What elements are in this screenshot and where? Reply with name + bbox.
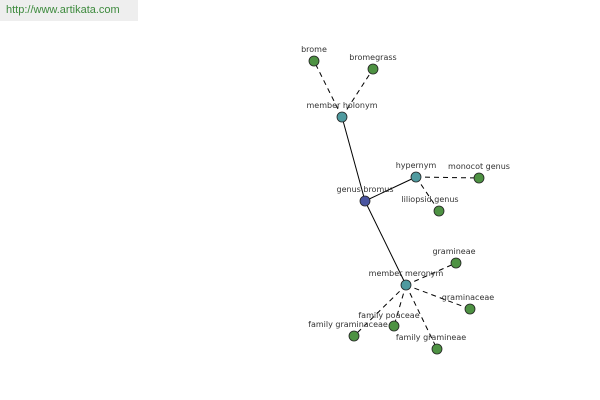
node-marker-bromegrass[interactable] [367,63,379,75]
edge-meronym-graminaceae [405,284,471,310]
node-marker-brome[interactable] [308,55,320,67]
node-fam_gramineae[interactable]: family gramineae [396,333,466,355]
edge-meronym-fam_gramineae [405,284,438,350]
node-marker-graminaceae[interactable] [464,303,476,315]
node-poaceae[interactable]: family poaceae [358,311,420,332]
node-label-holonym: member holonym [306,101,377,110]
node-marker-holonym[interactable] [336,111,348,123]
nodes-layer: genus bromus member holonym hypernym member… [301,45,510,355]
node-label-graminaceae: graminaceae [442,293,494,302]
edge-holonym-bromegrass [341,68,374,118]
node-label-monocot: monocot genus [448,162,510,171]
node-marker-fam_gramineae[interactable] [431,343,443,355]
node-brome[interactable]: brome [301,45,327,67]
node-label-fam_graminaceae: family graminaceae [308,320,388,329]
node-label-liliopsid: liliopsid genus [401,195,458,204]
edge-genus-holonym [341,116,366,202]
node-marker-gramineae[interactable] [450,257,462,269]
edge-holonym-brome [313,60,343,118]
node-liliopsid[interactable]: liliopsid genus [401,195,459,217]
node-marker-liliopsid[interactable] [433,205,445,217]
node-label-bromegrass: bromegrass [349,53,396,62]
node-holonym[interactable]: member holonym [306,101,378,123]
node-graminaceae[interactable]: graminaceae [442,293,494,315]
edge-hypernym-monocot [415,176,480,179]
banner: http://www.artikata.com [0,0,138,21]
node-marker-meronym[interactable] [400,279,412,291]
edge-meronym-poaceae [393,284,407,327]
node-label-gramineae: gramineae [432,247,475,256]
node-label-meronym: member meronym [369,269,444,278]
edge-genus-hypernym [364,176,417,202]
node-monocot[interactable]: monocot genus [448,162,510,184]
node-marker-monocot[interactable] [473,172,485,184]
edge-hypernym-liliopsid [415,176,440,212]
node-label-poaceae: family poaceae [358,311,419,320]
edge-meronym-fam_graminaceae [353,284,407,337]
node-marker-genus[interactable] [359,195,371,207]
edge-meronym-gramineae [405,262,457,286]
node-marker-poaceae[interactable] [388,320,400,332]
node-meronym[interactable]: member meronym [369,269,444,291]
node-marker-hypernym[interactable] [410,171,422,183]
node-fam_graminaceae[interactable]: family graminaceae [308,320,388,342]
banner-link[interactable]: http://www.artikata.com [6,4,120,16]
node-label-hypernym: hypernym [396,161,437,170]
node-genus[interactable]: genus bromus [337,185,394,207]
node-label-genus: genus bromus [337,185,394,194]
node-label-fam_gramineae: family gramineae [396,333,466,342]
edges-layer [313,60,480,350]
node-label-brome: brome [301,45,327,54]
node-bromegrass[interactable]: bromegrass [349,53,397,75]
node-marker-fam_graminaceae[interactable] [348,330,360,342]
edge-genus-meronym [364,200,407,286]
node-gramineae[interactable]: gramineae [432,247,476,269]
node-hypernym[interactable]: hypernym [396,161,437,183]
